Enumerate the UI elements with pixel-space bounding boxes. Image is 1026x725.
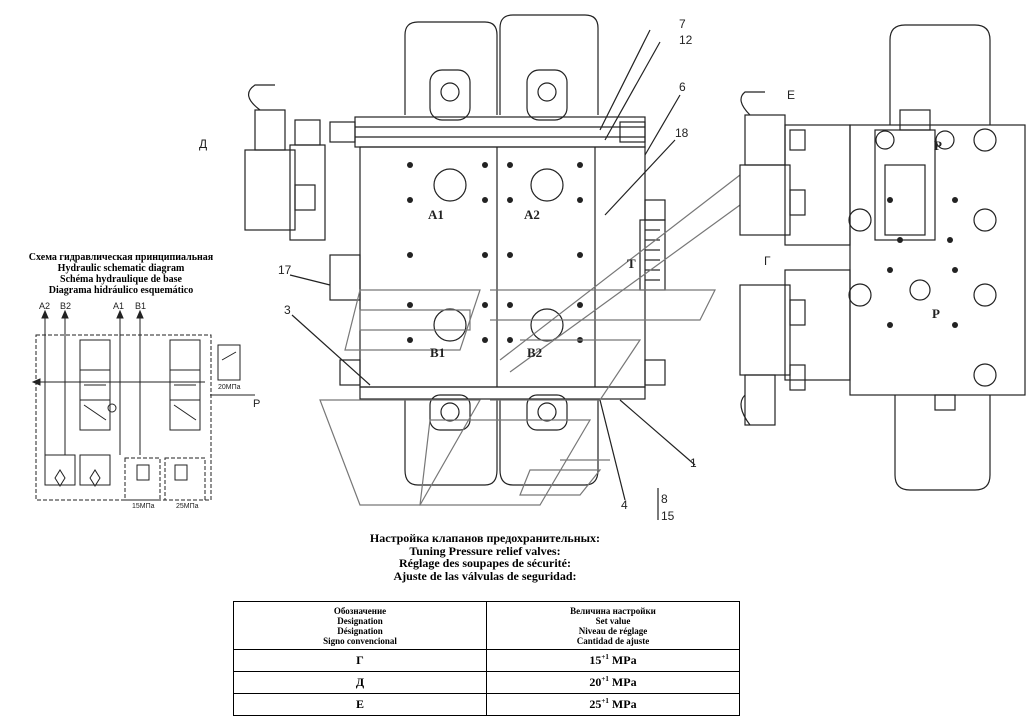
row-value: 25+1 MPa: [486, 693, 740, 716]
callout-15: 15: [661, 509, 675, 523]
callout-6: 6: [679, 80, 686, 94]
row-value: 15+1 MPa: [486, 649, 740, 672]
value-unit: MPa: [611, 653, 637, 667]
value-number: 25: [589, 697, 602, 711]
table-row: Д 20+1 MPa: [233, 671, 740, 694]
callout-1: 1: [690, 456, 697, 470]
port-b2: B2: [527, 345, 543, 360]
callout-7: 7: [679, 17, 686, 31]
callout-18: 18: [675, 126, 689, 140]
tuning-title: Настройка клапанов предохранительных: Tu…: [300, 532, 670, 582]
value-number: 20: [589, 675, 602, 689]
row-designation: Г: [233, 649, 487, 672]
header-value-ru: Величина настройки: [570, 605, 656, 616]
table-row: Е 25+1 MPa: [233, 693, 740, 716]
schem-port-a1: A1: [113, 301, 125, 311]
header-designation-fr: Désignation: [337, 625, 383, 636]
value-tolerance: +1: [601, 653, 609, 661]
header-value-en: Set value: [595, 615, 631, 626]
row-designation: Д: [233, 671, 487, 694]
tuning-title-fr: Réglage des soupapes de sécurité:: [399, 556, 571, 570]
header-set-value: Величина настройки Set value Niveau de r…: [486, 601, 740, 650]
value-tolerance: +1: [601, 675, 609, 683]
header-designation: Обозначение Designation Désignation Sign…: [233, 601, 487, 650]
schematic: [31, 309, 255, 501]
side-view: [739, 24, 1026, 491]
schematic-title-fr: Schéma hydraulique de base: [60, 274, 182, 285]
schematic-title: Схема гидравлическая принципиальная Hydr…: [16, 252, 226, 296]
schem-port-b2: B2: [60, 301, 72, 311]
value-number: 15: [589, 653, 602, 667]
schematic-title-es: Diagrama hidráulico esquemático: [48, 285, 194, 296]
callout-4: 4: [621, 498, 628, 512]
top-plate: [354, 116, 646, 148]
row-value: 20+1 MPa: [486, 671, 740, 694]
callout-17: 17: [278, 263, 292, 277]
header-value-fr: Niveau de réglage: [578, 625, 648, 636]
schem-pressure-25: 25МПа: [176, 503, 199, 510]
relief-valve-d: [244, 149, 296, 231]
port-a2: A2: [524, 207, 540, 222]
callout-12: 12: [679, 33, 693, 47]
valve-g-label: Г: [764, 254, 771, 268]
header-value-es: Cantidad de ajuste: [576, 635, 650, 646]
schem-pressure-20: 20МПа: [218, 384, 241, 391]
callout-8: 8: [661, 492, 668, 506]
tuning-table: Обозначение Designation Désignation Sign…: [233, 601, 740, 716]
valve-body: [359, 146, 646, 388]
header-designation-en: Designation: [337, 615, 383, 626]
side-body: [849, 124, 1026, 396]
valve-e-label: Е: [787, 88, 796, 102]
front-view: [244, 14, 741, 520]
port-b1: B1: [430, 345, 446, 360]
schematic-title-en: Hydraulic schematic diagram: [57, 263, 185, 274]
tuning-title-en: Tuning Pressure relief valves:: [409, 543, 561, 558]
header-designation-es: Signo convencional: [323, 635, 397, 646]
header-designation-ru: Обозначение: [333, 605, 387, 616]
valve-d-label: Д: [199, 137, 208, 151]
table-row: Г 15+1 MPa: [233, 649, 740, 672]
tuning-title-ru: Настройка клапанов предохранительных:: [369, 531, 601, 545]
table-header-row: Обозначение Designation Désignation Sign…: [233, 601, 740, 650]
schem-port-b1: B1: [135, 301, 147, 311]
callout-3: 3: [284, 303, 291, 317]
schem-port-a2: A2: [39, 301, 51, 311]
side-port-p-top: P: [934, 138, 942, 153]
port-a1: A1: [428, 207, 444, 222]
side-port-p: P: [932, 306, 940, 321]
solenoid-cap-right: [499, 14, 599, 115]
schem-port-p: P: [253, 398, 261, 410]
port-t: T: [627, 256, 636, 271]
row-designation: Е: [233, 693, 487, 716]
schematic-title-ru: Схема гидравлическая принципиальная: [28, 252, 214, 263]
tuning-title-es: Ajuste de las válvulas de seguridad:: [393, 568, 577, 583]
value-unit: MPa: [611, 697, 637, 711]
value-unit: MPa: [611, 675, 637, 689]
schem-pressure-15: 15МПа: [132, 503, 155, 510]
value-tolerance: +1: [601, 697, 609, 705]
solenoid-cap-left: [404, 21, 498, 115]
